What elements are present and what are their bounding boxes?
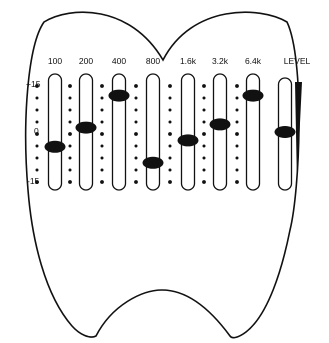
slider-knob[interactable]: [109, 90, 130, 102]
band-label-1-6k: 1.6k: [180, 56, 197, 66]
scale-dot: [203, 157, 206, 160]
scale-dot: [100, 84, 104, 88]
scale-dot: [36, 157, 39, 160]
scale-dot: [135, 121, 138, 124]
slider-track[interactable]: [182, 74, 195, 190]
scale-dot: [203, 109, 206, 112]
scale-dot: [36, 169, 39, 172]
scale-dot: [68, 180, 72, 184]
slider-knob[interactable]: [45, 141, 66, 153]
band-label-6-4k: 6.4k: [245, 56, 262, 66]
scale-dot: [36, 121, 39, 124]
scale-dot: [101, 121, 104, 124]
scale-dot: [236, 169, 239, 172]
scale-dot: [202, 132, 206, 136]
scale-dot: [134, 84, 138, 88]
scale-dot: [69, 157, 72, 160]
scale-dot: [169, 169, 172, 172]
band-label-800: 800: [146, 56, 160, 66]
scale-dot: [36, 109, 39, 112]
band-label-400: 400: [112, 56, 126, 66]
level-label: LEVEL: [284, 56, 311, 66]
scale-dot: [203, 169, 206, 172]
level-knob[interactable]: [275, 126, 296, 138]
slider-knob[interactable]: [210, 118, 231, 130]
scale-dot: [69, 109, 72, 112]
slider-knob[interactable]: [178, 134, 199, 146]
scale-dot: [135, 97, 138, 100]
scale-dot: [36, 97, 39, 100]
scale-dot: [101, 169, 104, 172]
band-label-100: 100: [48, 56, 62, 66]
scale-dot: [168, 84, 172, 88]
scale-dot: [68, 132, 72, 136]
scale-dot: [203, 121, 206, 124]
scale-dot: [236, 157, 239, 160]
scale-dot: [101, 109, 104, 112]
scale-dot: [134, 180, 138, 184]
slider-knob[interactable]: [143, 157, 164, 169]
scale-dot: [236, 109, 239, 112]
scale-dot: [135, 109, 138, 112]
scale-dot: [68, 84, 72, 88]
scale-dot: [35, 180, 39, 184]
scale-dot: [202, 84, 206, 88]
scale-dot: [203, 145, 206, 148]
scale-dot: [168, 132, 172, 136]
scale-dot: [36, 145, 39, 148]
scale-dot: [236, 97, 239, 100]
scale-dot: [69, 97, 72, 100]
scale-dot: [134, 132, 138, 136]
scale-dot: [236, 145, 239, 148]
scale-dot: [101, 157, 104, 160]
scale-dot: [69, 121, 72, 124]
scale-dot: [101, 145, 104, 148]
scale-dot: [101, 97, 104, 100]
slider-track[interactable]: [49, 74, 62, 190]
scale-dot: [168, 180, 172, 184]
scale-dot: [135, 169, 138, 172]
scale-dot: [235, 84, 239, 88]
scale-dot: [100, 132, 104, 136]
slider-knob[interactable]: [76, 122, 97, 134]
scale-dot: [35, 84, 39, 88]
scale-dot: [235, 180, 239, 184]
slider-track[interactable]: [147, 74, 160, 190]
scale-dot: [35, 132, 39, 136]
scale-dot: [169, 121, 172, 124]
scale-dot: [169, 157, 172, 160]
scale-top-label: +15: [26, 79, 41, 89]
slider-track[interactable]: [214, 74, 227, 190]
band-label-200: 200: [79, 56, 93, 66]
scale-dot: [69, 169, 72, 172]
band-label-3-2k: 3.2k: [212, 56, 229, 66]
scale-dot: [235, 132, 239, 136]
slider-knob[interactable]: [243, 90, 264, 102]
scale-dot: [203, 97, 206, 100]
scale-dot: [135, 145, 138, 148]
scale-dot: [100, 180, 104, 184]
scale-dot: [69, 145, 72, 148]
scale-dot: [135, 157, 138, 160]
scale-dot: [169, 97, 172, 100]
scale-dot: [169, 109, 172, 112]
scale-dot: [236, 121, 239, 124]
scale-dot: [202, 180, 206, 184]
scale-dot: [169, 145, 172, 148]
